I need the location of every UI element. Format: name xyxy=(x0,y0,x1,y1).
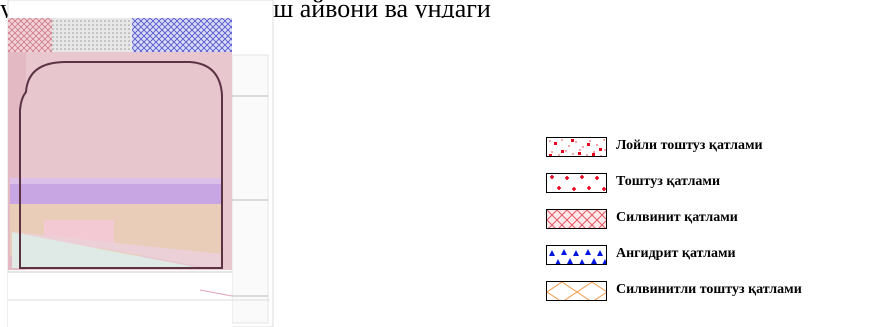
stratum-purple-light xyxy=(10,178,222,184)
sylvinite-label: Силвинит қатлами xyxy=(616,210,738,226)
legend-item-anhydrite: Ангидрит қатлами xyxy=(546,244,882,264)
sylvinite-rocksalt-label: Силвинитли тоштуз қатлами xyxy=(616,282,802,298)
rocksalt-swatch xyxy=(546,173,607,193)
sylvinite-rocksalt-swatch xyxy=(546,281,607,301)
top-stratum-blue xyxy=(132,18,232,52)
stratum-purple xyxy=(10,184,222,204)
cavity-cross-section xyxy=(0,0,290,327)
top-stratum-red xyxy=(8,18,52,52)
anhydrite-swatch xyxy=(546,245,607,265)
legend-item-sylvinite: Силвинит қатлами xyxy=(546,208,882,228)
top-stratum-grey xyxy=(52,18,132,52)
anhydrite-label: Ангидрит қатлами xyxy=(616,246,736,262)
clay-rocksalt-swatch xyxy=(546,137,607,157)
legend-item-sylvinite-rocksalt: Силвинитли тоштуз қатлами xyxy=(546,280,882,300)
legend-item-rocksalt: Тоштуз қатлами xyxy=(546,172,882,192)
rocksalt-label: Тоштуз қатлами xyxy=(616,174,720,190)
legend-item-clay-rocksalt: Лойли тоштуз қатлами xyxy=(546,136,882,156)
sylvinite-swatch xyxy=(546,209,607,229)
scale-column xyxy=(232,55,268,323)
clay-rocksalt-label: Лойли тоштуз қатлами xyxy=(616,138,763,154)
